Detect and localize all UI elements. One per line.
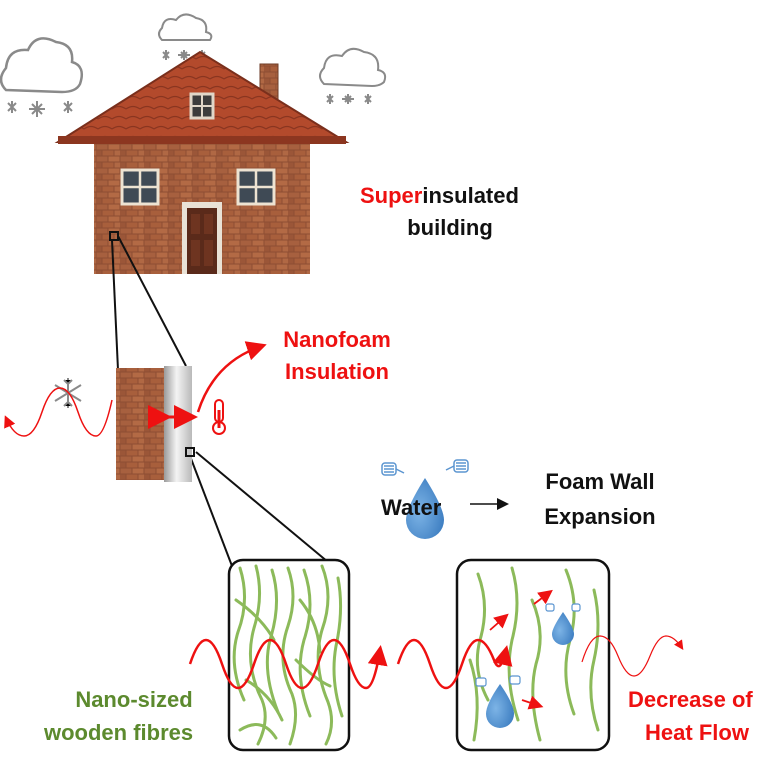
- curved-arrow: [196, 341, 267, 413]
- door: [182, 202, 222, 274]
- nanofoam-label: Nanofoam: [283, 327, 391, 352]
- house: [54, 50, 350, 274]
- snow-cloud-icon: [0, 37, 83, 117]
- water-label: Water: [381, 495, 442, 520]
- water-drop-icon: [381, 459, 469, 539]
- heat-wave-icon: [581, 635, 684, 677]
- heat-wave-icon: [396, 638, 513, 690]
- window-left: [120, 168, 160, 206]
- fibre-box-expanded: [455, 558, 611, 752]
- outcome-label: Decrease of: [628, 687, 753, 712]
- fibres-label: Nano-sized: [75, 687, 193, 712]
- zoom-marker: [185, 447, 195, 457]
- thermometer-icon: [212, 399, 226, 435]
- building-label-rest: insulated: [422, 183, 519, 208]
- building-label-highlight: Super: [360, 183, 423, 208]
- heat-wave-icon: [4, 387, 113, 437]
- foam-wall-label: Foam Wall: [545, 469, 655, 494]
- wall-section: [116, 366, 195, 482]
- expansion-label: Expansion: [544, 504, 656, 529]
- insulation-label: Insulation: [285, 359, 389, 384]
- heat-wave-icon: [188, 638, 388, 690]
- snow-cloud-icon: [319, 47, 387, 104]
- zoom-lines: [111, 235, 329, 567]
- outcome-label-line2: Heat Flow: [645, 720, 749, 745]
- fibres-label-line2: wooden fibres: [44, 720, 194, 745]
- building-label-line2: building: [407, 215, 493, 240]
- building-label: Superinsulated: [360, 182, 519, 210]
- window-right: [236, 168, 276, 206]
- fibre-box-dense: [227, 558, 351, 752]
